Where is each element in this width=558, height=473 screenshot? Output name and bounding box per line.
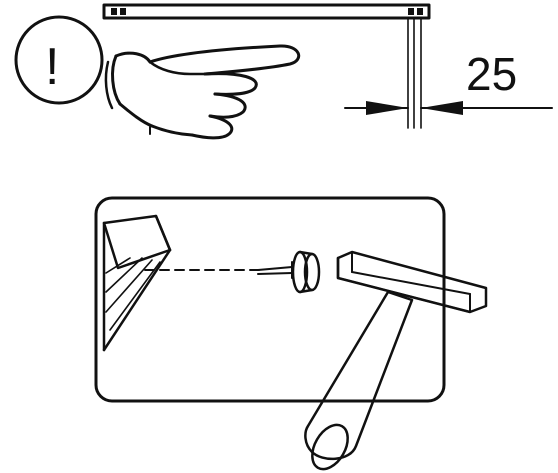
- exclamation-circle-icon: !: [14, 15, 104, 105]
- mounting-rail: [102, 3, 431, 20]
- nail-icon: [257, 261, 293, 279]
- pointing-hand-icon: [104, 44, 301, 140]
- dimension-value: 25: [466, 48, 517, 100]
- wall-panel: [94, 196, 446, 403]
- warning-glyph: !: [45, 38, 59, 96]
- wall-recess: [102, 214, 172, 352]
- wall-plug-icon: [291, 250, 321, 294]
- dimension-line: [344, 101, 553, 115]
- hammer-icon: [304, 250, 488, 471]
- extension-lines: [407, 17, 422, 129]
